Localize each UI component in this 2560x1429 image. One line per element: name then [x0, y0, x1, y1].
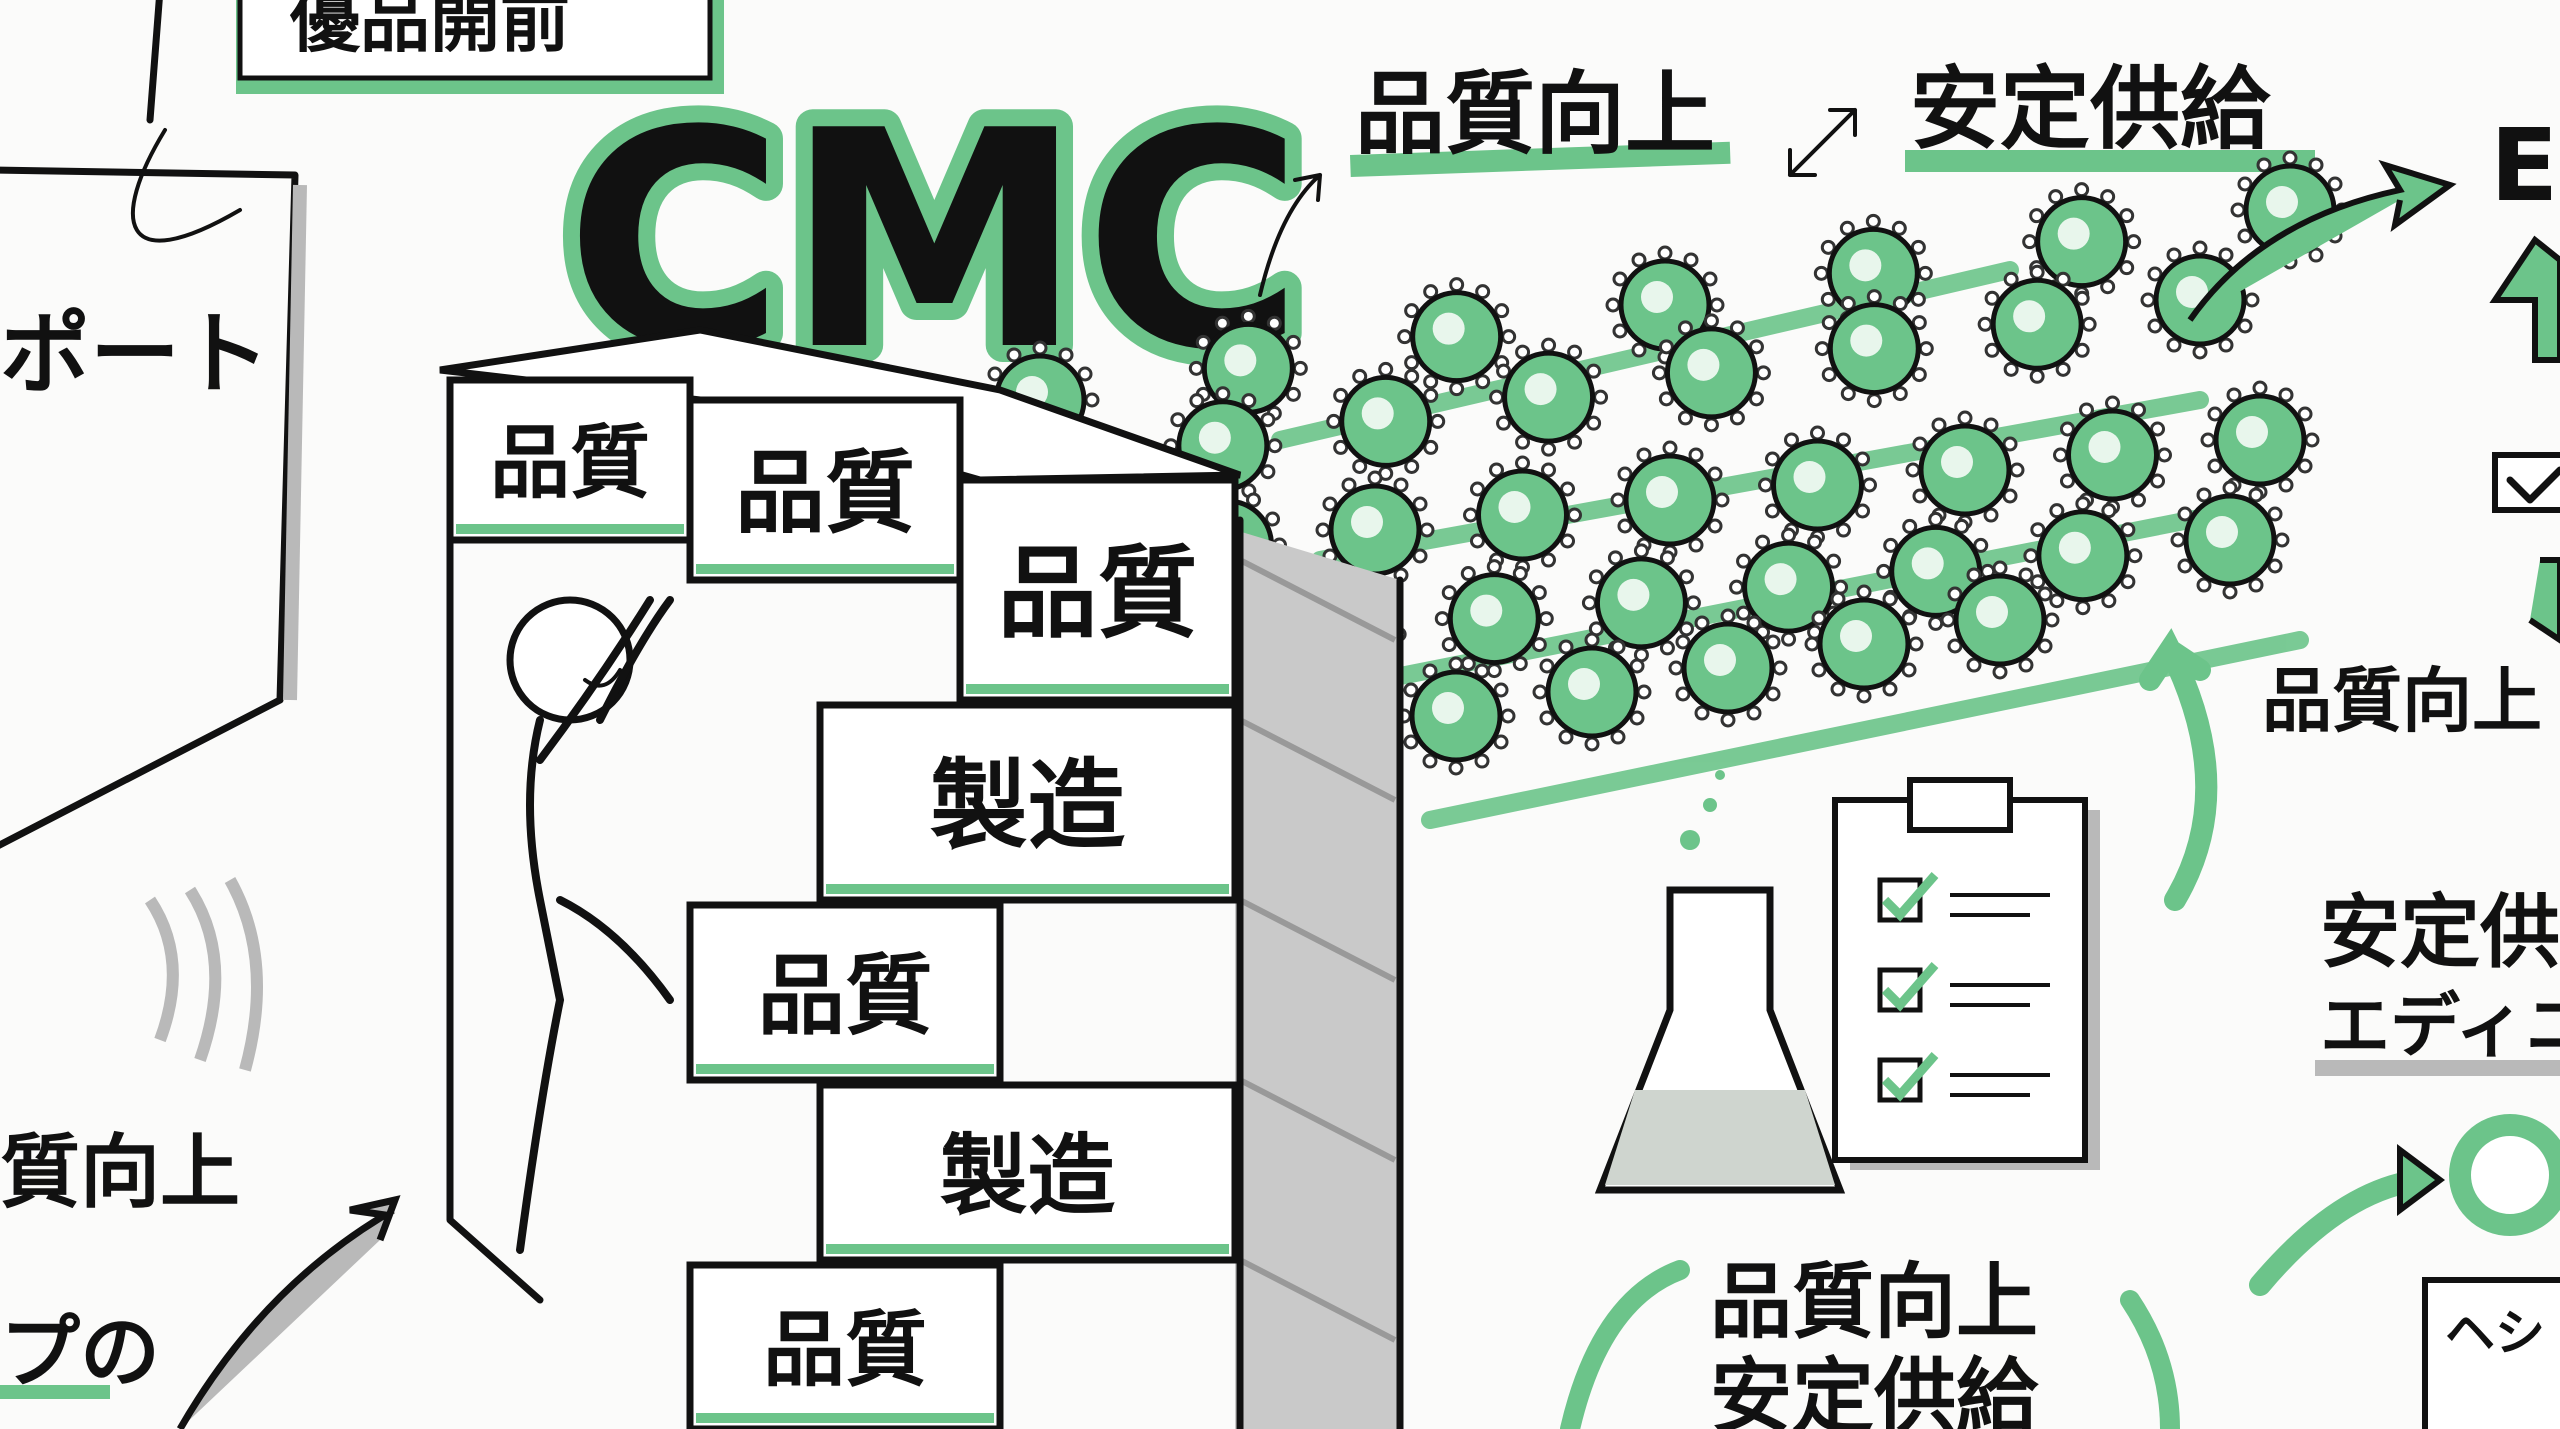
virus-icon — [1397, 277, 1517, 397]
brick-wall: 品質品質品質製造品質製造品質 — [439, 326, 1404, 1429]
connector-line — [130, 128, 242, 243]
flask-icon — [1594, 770, 1846, 1194]
clipboard-checklist-icon — [1832, 777, 2100, 1170]
virus-icon — [1758, 425, 1877, 545]
virus-icon — [2449, 1114, 2560, 1236]
virus-icon — [2053, 395, 2172, 515]
curved-arrow-icon — [2139, 628, 2218, 911]
checklist-line — [1950, 983, 2050, 1007]
gray-arrow-icon — [176, 1195, 401, 1429]
bottom-quality-text: 品質向上 — [1710, 1255, 2038, 1350]
virus-icon — [1651, 313, 1771, 433]
document-text: ヘシ — [2445, 1304, 2545, 1362]
virus-icon — [1905, 410, 2025, 530]
virus-icon — [1532, 632, 1652, 752]
virus-icon — [1326, 361, 1446, 481]
brick-label: 品質 — [490, 416, 650, 509]
virus-icon — [2023, 496, 2143, 616]
brick: 品質 — [686, 901, 1004, 1084]
brick-label: 品質 — [757, 945, 932, 1047]
ex-text: E — [2490, 107, 2558, 224]
brick: 製造 — [816, 701, 1239, 904]
brick-label: 製造 — [930, 749, 1126, 863]
checklist-line — [1950, 893, 2050, 917]
stable-supply-text: 安定供給 — [1910, 57, 2271, 162]
brick-label: 製造 — [940, 1125, 1116, 1227]
virus-icon — [1804, 584, 1924, 704]
climbing-person-icon — [506, 596, 674, 1254]
virus-icon — [1434, 559, 1554, 679]
arrow-up-icon — [2489, 235, 2560, 363]
checklist-line — [1950, 1073, 2050, 1097]
virus-icon — [1814, 289, 1934, 409]
stroke-line — [146, 0, 163, 124]
virus-icon — [1396, 656, 1516, 776]
document-icon — [2422, 1277, 2560, 1429]
brick: 品質 — [686, 1261, 1004, 1429]
bottom-supply-text: 安定供給 — [1710, 1350, 2039, 1429]
green-arrow-icon — [2397, 1144, 2445, 1216]
arrow-down-icon — [2528, 557, 2560, 644]
brick-label: 品質 — [763, 1303, 927, 1398]
brick: 製造 — [816, 1081, 1239, 1264]
quality-improvement-right-text: 品質向上 — [2262, 660, 2542, 742]
double-arrow-icon — [1788, 108, 1857, 177]
motion-lines — [144, 877, 263, 1072]
check-icon — [1881, 962, 1939, 1012]
virus-icon — [1610, 440, 1730, 560]
brick-label: 品質 — [998, 535, 1198, 652]
virus-icon — [1605, 245, 1725, 365]
brick: 品質 — [686, 396, 964, 584]
virus-icon — [1463, 455, 1582, 575]
brick: 品質 — [956, 476, 1239, 704]
quality-text: 質向上 — [0, 1126, 240, 1219]
top-center-goals: 品質向上 安定供給 — [1258, 57, 2315, 297]
virus-icon — [2140, 240, 2260, 360]
arrow-up-right-icon — [1258, 173, 1322, 297]
support-text: ポート — [0, 302, 270, 407]
quality-improvement-text: 品質向上 — [1355, 62, 1715, 167]
bottom-center-goals: 品質向上 安定供給 — [1560, 1255, 2180, 1429]
virus-icon — [1668, 608, 1788, 728]
virus-icon — [2200, 380, 2320, 500]
virus-icon — [1940, 560, 2060, 680]
brick-label: 品質 — [735, 441, 915, 546]
green-arrow-icon — [2187, 159, 2457, 322]
check-icon — [1881, 872, 1939, 922]
virus-icon — [2170, 480, 2290, 600]
top-left-label: 優品開前 — [289, 0, 570, 62]
stable-supply-right-text: 安定供 — [2320, 886, 2560, 979]
right-column: E 品質向上 安定供 エディニ ヘシ — [2139, 107, 2560, 1429]
check-icon — [1881, 1052, 1939, 1102]
edition-text: エディニ — [2320, 985, 2560, 1067]
brick: 品質 — [446, 376, 694, 544]
virus-icon — [1188, 308, 1308, 428]
left-panel: ポート 質向上 プの — [0, 166, 401, 1429]
step-text: プの — [0, 1306, 160, 1399]
top-left-label-box: 優品開前 — [130, 0, 724, 243]
virus-icon — [1977, 264, 2097, 384]
virus-icon — [1489, 337, 1609, 457]
